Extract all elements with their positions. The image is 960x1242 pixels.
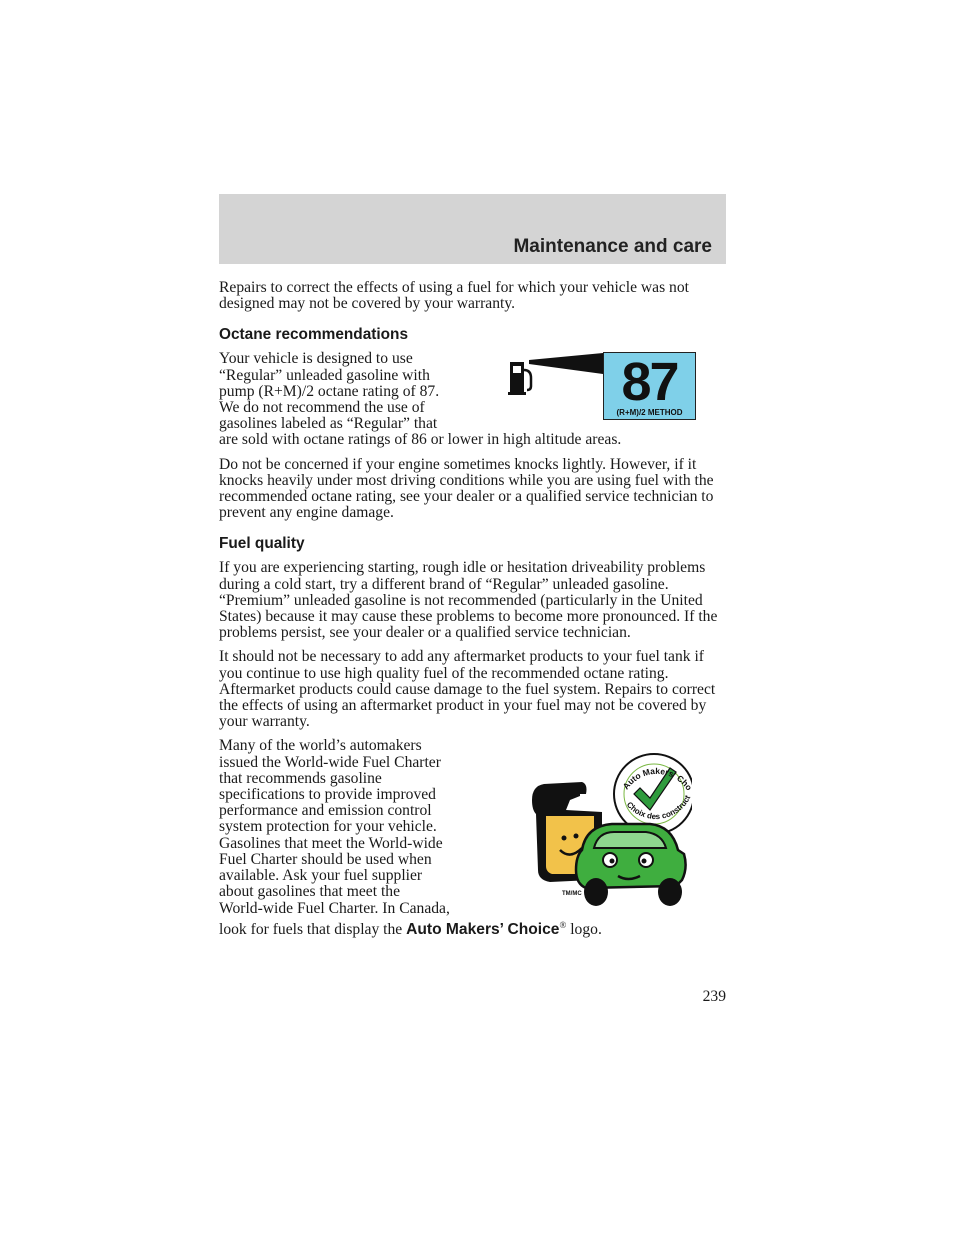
charter-line: Fuel Charter should be used when: [219, 850, 432, 868]
intro-paragraph: Repairs to correct the effects of using …: [219, 279, 689, 313]
fuel-quality-paragraph-2: It should not be necessary to add any af…: [219, 648, 716, 731]
octane-line: gasolines labeled as “Regular” that: [219, 415, 438, 433]
charter-line: Gasolines that meet the World-wide: [219, 834, 443, 852]
logo-trademark: TM/MC: [562, 891, 582, 897]
page-content: Repairs to correct the effects of using …: [219, 279, 727, 938]
auto-makers-choice-logo: Auto Makers' Choice Choix des constructe…: [520, 742, 695, 915]
charter-line: that recommends gasoline: [219, 769, 382, 787]
octane-rating-label: 87 (R+M)/2 METHOD: [603, 352, 696, 420]
charter-line: Many of the world’s automakers: [219, 737, 422, 755]
section-title: Maintenance and care: [513, 236, 712, 257]
charter-line: performance and emission control: [219, 802, 432, 820]
fuel-quality-heading: Fuel quality: [219, 535, 305, 553]
octane-line: We do not recommend the use of: [219, 399, 425, 417]
octane-heading: Octane recommendations: [219, 326, 409, 344]
octane-line: Your vehicle is designed to use: [219, 350, 413, 368]
octane-line: are sold with octane ratings of 86 or lo…: [219, 431, 622, 449]
registered-mark: ®: [559, 919, 567, 930]
charter-line: specifications to provide improved: [219, 786, 436, 804]
octane-pump-illustration: 87 (R+M)/2 METHOD: [507, 352, 697, 422]
page-number: 239: [702, 988, 726, 1005]
charter-line-final: look for fuels that display the Auto Mak…: [219, 917, 727, 938]
fuel-quality-paragraph-3: Many of the world’s automakers issued th…: [219, 738, 727, 938]
charter-line: about gasolines that meet the: [219, 883, 401, 901]
octane-method-text: (R+M)/2 METHOD: [616, 408, 683, 417]
charter-line: system protection for your vehicle.: [219, 818, 437, 836]
octane-line: “Regular” unleaded gasoline with: [219, 366, 430, 384]
octane-paragraph-1: Your vehicle is designed to use “Regular…: [219, 351, 727, 448]
octane-number: 87: [621, 352, 679, 412]
octane-line: pump (R+M)/2 octane rating of 87.: [219, 382, 440, 400]
charter-line: World-wide Fuel Charter. In Canada,: [219, 899, 450, 917]
fuel-quality-paragraph-1: If you are experiencing starting, rough …: [219, 559, 718, 642]
charter-line: issued the World-wide Fuel Charter: [219, 753, 441, 771]
charter-tail-prefix: look for fuels that display the: [219, 920, 407, 938]
charter-tail-suffix: logo.: [566, 920, 602, 938]
auto-makers-choice-icon: Auto Makers' Choice Choix des constructe…: [520, 742, 695, 906]
octane-paragraph-2: Do not be concerned if your engine somet…: [219, 455, 714, 522]
fuel-pump-icon: [508, 353, 603, 395]
auto-makers-choice-brand: Auto Makers’ Choice: [406, 920, 560, 938]
section-header: Maintenance and care: [219, 194, 726, 264]
charter-line: available. Ask your fuel supplier: [219, 867, 423, 885]
